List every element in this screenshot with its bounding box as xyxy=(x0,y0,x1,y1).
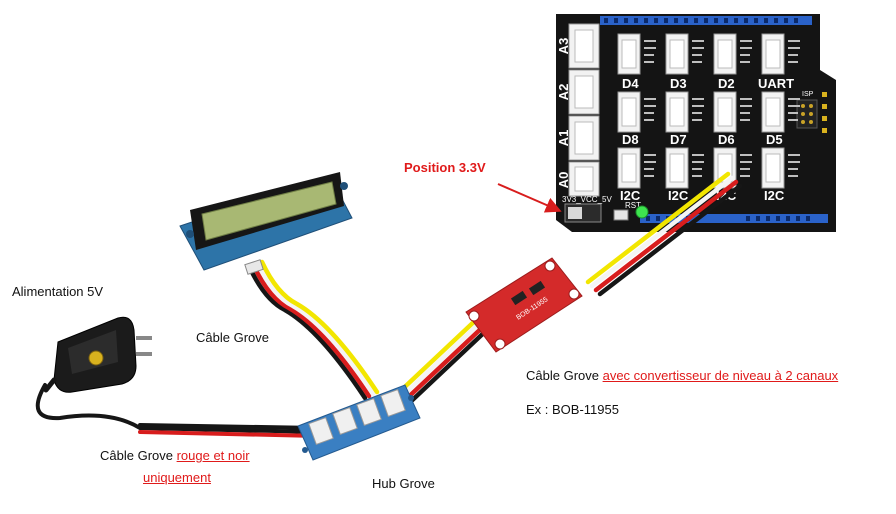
grove-cable-converter-to-hub xyxy=(390,315,493,410)
power-switch-label: 3V3_VCC_5V xyxy=(562,195,612,204)
port-label-i2c-2: I2C xyxy=(668,188,689,203)
port-label-uart: UART xyxy=(758,76,794,91)
cable-power-link-2[interactable]: uniquement xyxy=(143,470,211,485)
analog-port-a3 xyxy=(568,23,600,69)
grove-lcd-module: Grove-LCD RGB Backlight xyxy=(179,172,353,275)
position-label: Position 3.3V xyxy=(404,160,486,175)
power-adapter xyxy=(43,316,152,393)
grove-cable-lcd-to-hub xyxy=(247,259,380,401)
reset-button[interactable] xyxy=(613,209,629,221)
cable-converter-label: Câble Grove avec convertisseur de niveau… xyxy=(526,368,838,383)
power-led xyxy=(635,205,649,219)
analog-port-label-a3: A3 xyxy=(556,38,571,55)
hub-label: Hub Grove xyxy=(372,476,435,491)
power-supply-label: Alimentation 5V xyxy=(12,284,104,299)
analog-port-a0 xyxy=(568,161,600,197)
port-label-d8: D8 xyxy=(622,132,639,147)
cable-converter-link[interactable]: avec convertisseur de niveau à 2 canaux xyxy=(602,368,839,383)
port-label-d6: D6 xyxy=(718,132,735,147)
level-converter-board: BOB-11955 xyxy=(465,257,583,353)
isp-label: ISP xyxy=(802,91,814,98)
power-selector-switch[interactable] xyxy=(564,203,602,223)
analog-port-label-a1: A1 xyxy=(556,130,571,147)
analog-port-a2 xyxy=(568,69,600,115)
power-cable-red-black xyxy=(35,383,320,438)
port-label-i2c-1: I2C xyxy=(620,188,641,203)
cable-power-link-1[interactable]: rouge et noir xyxy=(176,448,250,463)
port-label-d7: D7 xyxy=(670,132,687,147)
grove-hub xyxy=(297,384,421,461)
cable-power-prefix: Câble Grove xyxy=(100,448,177,463)
grove-cable-shield-to-converter xyxy=(585,171,743,297)
grove-base-shield: A3 A2 A1 A0 D4 D3 D2 UART D8 D7 D6 D5 I2… xyxy=(556,14,836,232)
port-label-d2: D2 xyxy=(718,76,735,91)
position-arrow xyxy=(497,183,562,213)
port-label-d5: D5 xyxy=(766,132,783,147)
reset-label: RST xyxy=(625,201,641,210)
port-label-d4: D4 xyxy=(622,76,639,91)
port-label-i2c-4: I2C xyxy=(764,188,785,203)
port-label-d3: D3 xyxy=(670,76,687,91)
cable-converter-prefix: Câble Grove xyxy=(526,368,603,383)
analog-port-label-a2: A2 xyxy=(556,84,571,101)
analog-port-a1 xyxy=(568,115,600,161)
cable-power-label: Câble Grove rouge et noir xyxy=(100,448,250,463)
analog-port-label-a0: A0 xyxy=(556,172,571,189)
cable-lcd-label: Câble Grove xyxy=(196,330,269,345)
example-part-label: Ex : BOB-11955 xyxy=(526,402,619,417)
